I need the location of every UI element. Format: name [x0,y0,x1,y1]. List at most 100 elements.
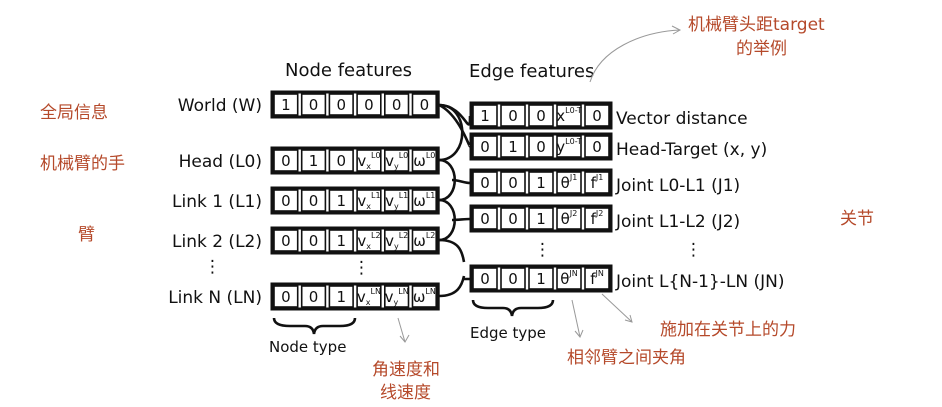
node-cell [411,189,438,212]
node-cell [356,93,382,116]
node-cell-value: 1 [336,288,346,306]
node-cell-value: 0 [336,152,346,170]
cell-superscript: L0-T [565,106,582,115]
edge-cell [500,207,526,230]
cell-base: 0 [420,96,430,114]
cell-base: ω [413,192,426,210]
cell-base: v [385,192,394,210]
node-features-header: Node features [285,60,412,81]
edge-label: Joint L{N-1}-LN (JN) [615,272,784,292]
node-cell [328,229,354,252]
cell-base: θ [560,270,569,288]
cell-base: 1 [480,107,490,125]
edge-cell-value: 1 [536,210,546,228]
node-cell [411,285,438,308]
edge-cell [556,135,582,158]
node-cell-value: 0 [281,232,291,250]
cell-base: 0 [336,96,346,114]
node-cell-value: 0 [281,152,291,170]
cell-base: v [357,288,366,306]
node-cell-value: vxL1 [357,191,380,211]
edge-cell-value: θJ2 [561,209,578,228]
cell-subscript: x [366,162,371,171]
annotation-force: 施加在关节上的力 [660,320,796,340]
cell-base: 0 [392,96,402,114]
cell-subscript: y [394,242,399,251]
node-cell-value: 0 [281,192,291,210]
edge-cell [556,267,582,290]
cell-base: 0 [336,152,346,170]
edge-label: Joint L1-L2 (J2) [615,212,740,232]
cell-base: 1 [309,152,319,170]
cell-base: 0 [480,138,490,156]
cell-base: v [385,152,394,170]
node-row-border [270,226,440,255]
node-cell [328,149,354,172]
node-cell [383,285,410,308]
cell-base: 0 [536,138,546,156]
cell-base: 0 [281,152,291,170]
cell-base: ω [413,288,426,306]
cell-superscript: J1 [569,173,577,182]
edge-cell-value: 0 [508,174,518,192]
cell-base: 1 [336,288,346,306]
edge-cell-value: fJN [590,269,604,288]
node-cell-value: 0 [420,96,430,114]
node-cell-value: vyLN [385,287,409,307]
node-cell [300,189,327,212]
edge-cell-value: 0 [536,138,546,156]
cell-base: ω [413,152,426,170]
edge-cell [584,135,610,158]
edge-cell [472,207,498,230]
edge-features-header: Edge features [469,61,594,82]
edge-cell-value: 0 [592,138,602,156]
annotation-joint: 关节 [840,209,874,229]
edge-cell-value: 0 [508,270,518,288]
node-cell-value: vyL2 [385,231,408,251]
node-label: Head (L0) [179,152,262,172]
cell-base: f [591,174,597,192]
node-label: Link 2 (L2) [172,232,262,252]
node-cell-value: 0 [309,232,319,250]
cell-base: y [556,138,565,156]
cell-base: 0 [480,270,490,288]
edge-cell [528,135,554,158]
node-cell [328,93,354,116]
edge-cell-value: fJ1 [591,173,604,192]
edge-cell-value: 0 [480,210,490,228]
cell-superscript: L0 [371,151,381,160]
node-label: Link N (LN) [168,288,262,308]
cell-base: 0 [309,192,319,210]
edge-cell [556,207,582,230]
node-cell-value: vxL2 [357,231,380,251]
cell-superscript: LN [425,287,435,296]
node-type-brace [272,317,357,335]
node-cell-value: 1 [336,192,346,210]
cell-base: v [385,232,394,250]
edge-cell-value: 0 [480,270,490,288]
annotation-global-info: 全局信息 [40,103,108,123]
node-cell [383,189,410,212]
node-row-border [270,186,440,215]
cell-base: v [357,152,366,170]
edge-label: Head-Target (x, y) [616,140,767,160]
edge-label: Joint L0-L1 (J1) [615,176,740,196]
cell-superscript: J2 [595,209,603,218]
cell-superscript: JN [568,269,577,278]
node-cell-value: vyL0 [385,151,408,171]
node-cell [300,229,327,252]
cell-superscript: L2 [426,231,436,240]
cell-superscript: J1 [595,173,603,182]
edge-cell-value: 1 [480,107,490,125]
connection-wires [438,103,472,298]
edge-cell [500,104,526,127]
edge-cell-value: 0 [508,107,518,125]
node-cell [383,93,410,116]
edge-cell [500,135,526,158]
cell-superscript: LN [371,287,381,296]
